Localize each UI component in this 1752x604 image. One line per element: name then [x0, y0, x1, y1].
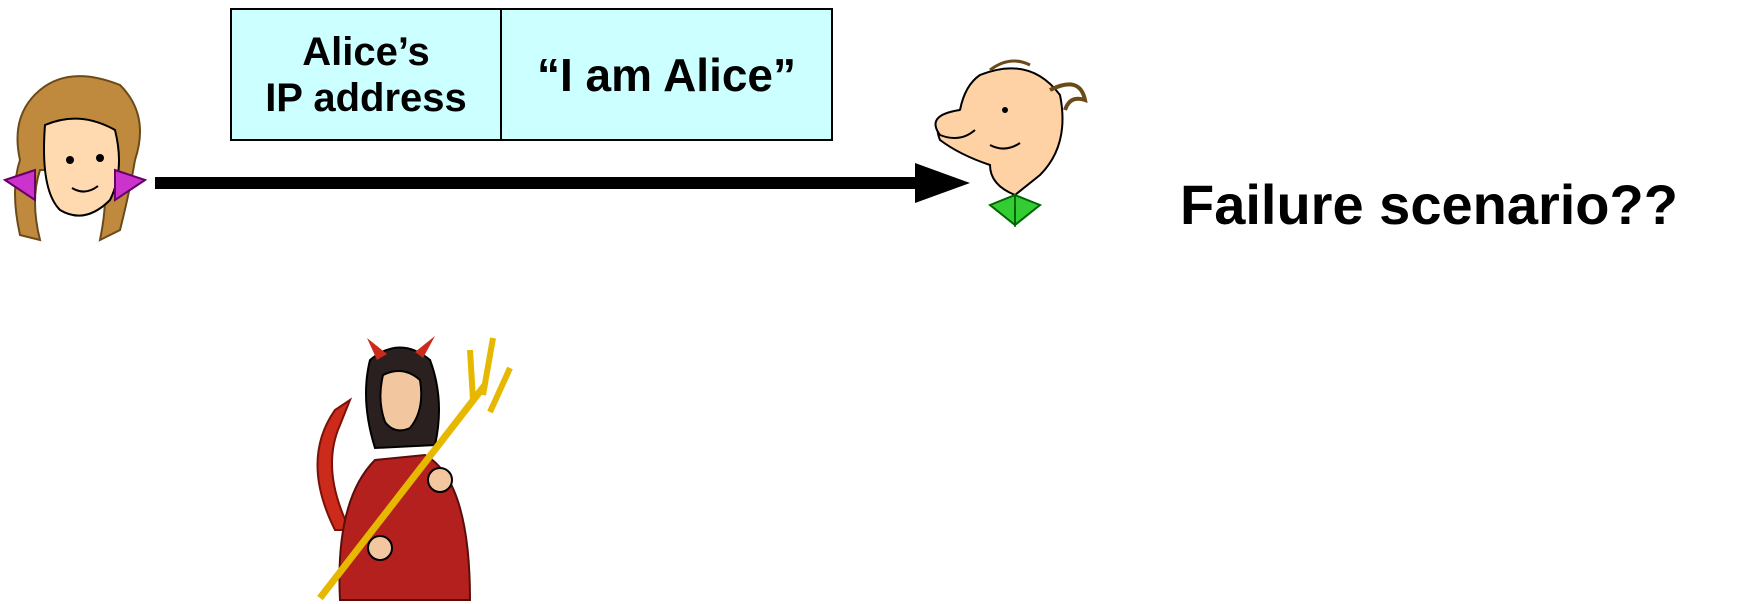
bob-icon — [934, 59, 1088, 228]
trudy-devil-icon — [316, 336, 513, 601]
packet-message: “I am Alice” — [536, 48, 797, 101]
packet-box: Alice’s IP address “I am Alice” — [230, 8, 833, 141]
failure-scenario-question: Failure scenario?? — [1180, 173, 1678, 236]
packet-source-field: Alice’s IP address — [232, 10, 502, 139]
packet-source-line1: Alice’s — [302, 29, 430, 74]
packet-message-field: “I am Alice” — [502, 10, 831, 139]
message-arrow — [155, 163, 970, 203]
alice-icon — [2, 75, 148, 242]
packet-source-line2: IP address — [265, 75, 467, 120]
